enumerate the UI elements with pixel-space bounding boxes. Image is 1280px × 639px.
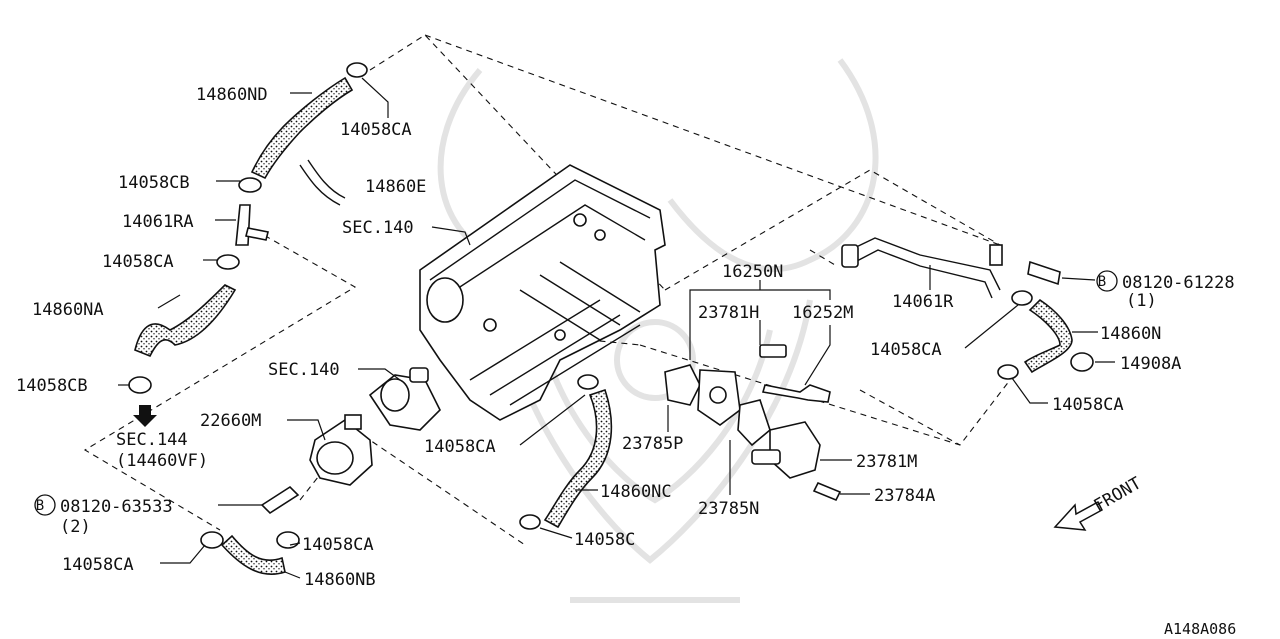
pipe-14061r [849,237,1001,291]
label-16252m: 16252M [792,303,853,323]
label-14860nb: 14860NB [304,570,376,590]
label-bolt-right-code: 08120-61228 [1122,273,1235,293]
label-14058ca-r2: 14058CA [1052,395,1124,415]
label-14061ra: 14061RA [122,212,194,232]
bolt-marker-right: B [1098,274,1106,290]
label-23781m: 23781M [856,452,917,472]
label-14058cb-top: 14058CB [118,173,190,193]
label-14058ca-center: 14058CA [424,437,496,457]
label-14058ca-top: 14058CA [340,120,412,140]
label-14058c: 14058C [574,530,635,550]
part-14860e [299,164,341,206]
hose-clamps [128,62,1094,549]
label-bolt-left-qty: (2) [60,517,91,537]
part-labels: 14860ND 14058CA 14058CB 14860E 14061RA S… [16,85,1236,638]
label-front: FRONT [1091,473,1145,516]
gasket-23785n [737,399,771,447]
air-valve-22660m [309,414,373,486]
hose-14860na [134,284,237,358]
label-14058ca-mid: 14058CA [302,535,374,555]
label-14058ca-bl: 14058CA [62,555,134,575]
label-14058ca-left: 14058CA [102,252,174,272]
label-23781h: 23781H [698,303,759,323]
throttle-body-part [368,367,441,431]
hose-14860nc [543,388,613,529]
label-bolt-right-qty: (1) [1126,291,1157,311]
gasket-23785p [664,364,701,406]
label-23784a: 23784A [874,486,935,506]
sensor-23781h [759,344,787,358]
bolt-marker-icon [34,270,1118,516]
label-sec140-top: SEC.140 [342,218,414,238]
hose-14860nd [250,76,354,180]
hose-14860nb [220,534,286,575]
label-14908a: 14908A [1120,354,1181,374]
label-14860e: 14860E [365,177,426,197]
hose-14860n [1023,298,1073,374]
connector-16252m [761,384,831,403]
arrow-down-icon [133,405,157,427]
label-14058ca-r1: 14058CA [870,340,942,360]
label-14860nc: 14860NC [600,482,672,502]
label-14860nd: 14860ND [196,85,268,105]
label-23785n: 23785N [698,499,759,519]
label-22660m: 22660M [200,411,261,431]
hoses [134,76,1073,575]
label-14061r: 14061R [892,292,954,312]
figure-code: A148A086 [1164,620,1236,638]
bolt-parts [260,260,1061,515]
intake-manifold [419,164,666,421]
label-14058cb-bot: 14058CB [16,376,88,396]
label-14860n: 14860N [1100,324,1161,344]
label-bolt-left-code: 08120-63533 [60,497,173,517]
label-sec144-sub: (14460VF) [116,451,208,471]
pipes-and-fittings [235,159,1003,299]
front-arrow-icon [1053,500,1103,531]
label-sec144: SEC.144 [116,430,188,450]
bolt-marker-left: B [36,498,44,514]
label-14860na: 14860NA [32,300,104,320]
label-16250n: 16250N [722,262,783,282]
iacv-assembly [664,344,831,479]
tube-14061ra [235,204,251,246]
label-23785p: 23785P [622,434,683,454]
label-sec140-mid: SEC.140 [268,360,340,380]
leader-lines [118,77,1115,579]
